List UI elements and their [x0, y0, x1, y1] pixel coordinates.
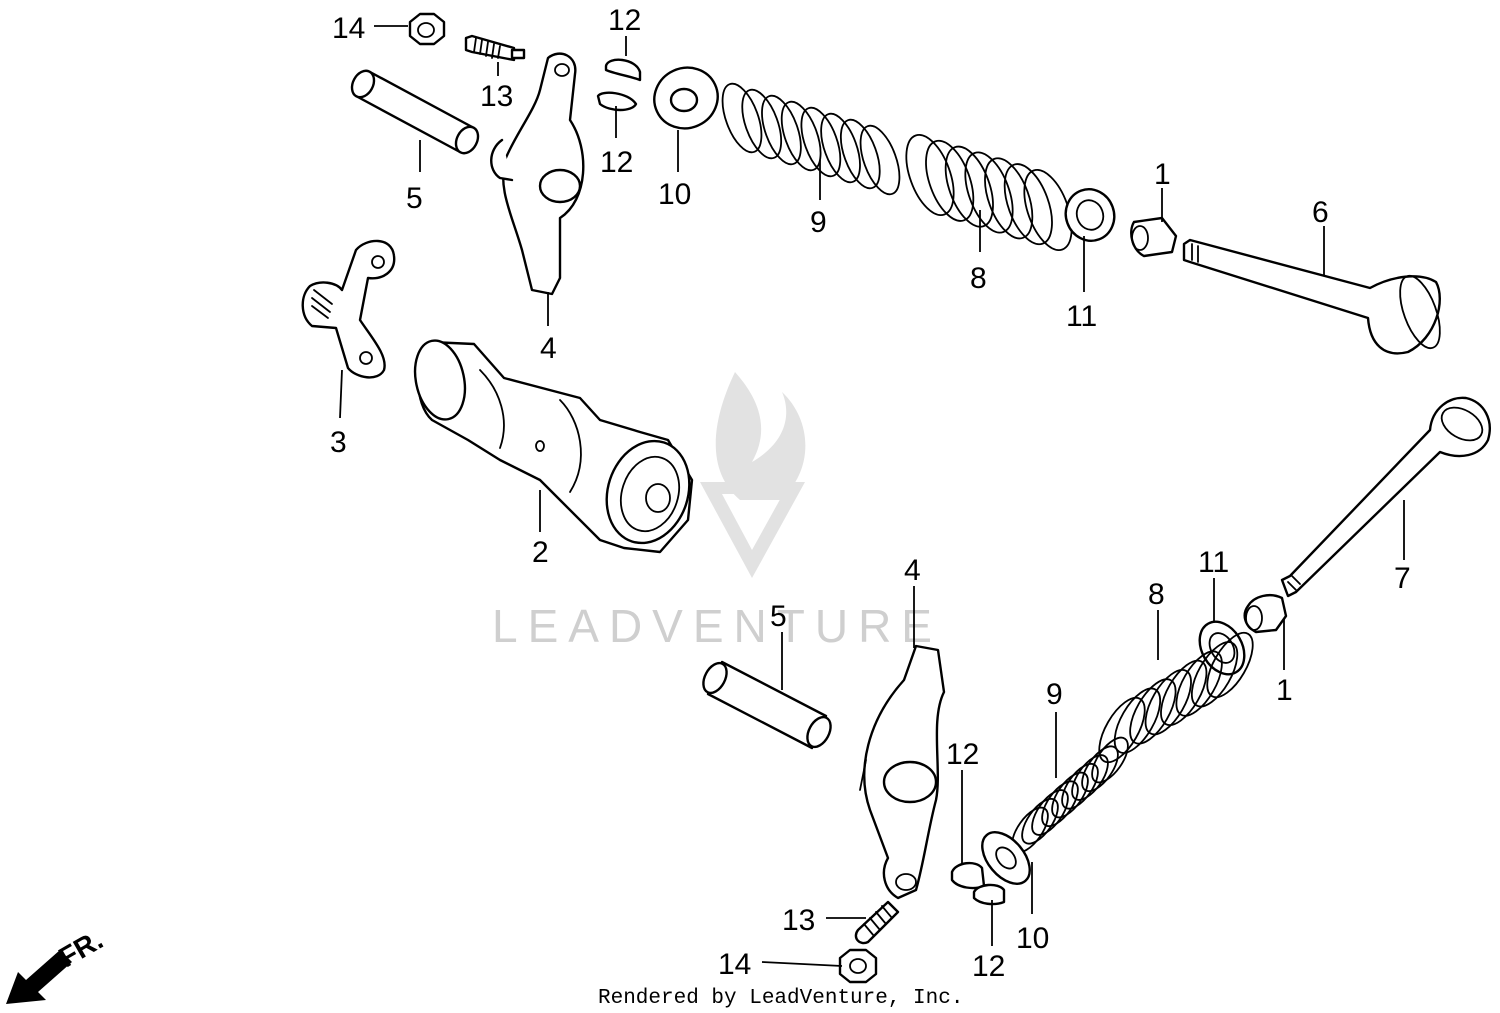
outer-spring-lower: [1098, 631, 1254, 764]
spring-coil: [780, 100, 822, 172]
front-arrow-icon: [6, 950, 72, 1004]
rocker-arm-lower: [859, 644, 946, 900]
nut-lower: [838, 948, 878, 984]
callout-12-upper-b: 12: [600, 146, 633, 179]
cam-holder-bracket: [301, 239, 396, 379]
callout-3: 3: [330, 426, 347, 459]
leader-lines: [339, 25, 1405, 967]
watermark-text: LEADVENTURE: [492, 600, 942, 652]
callout-1-upper: 1: [1154, 158, 1171, 191]
nut-upper: [408, 12, 446, 46]
spring-retainer-lower: [981, 831, 1031, 885]
valve-cotters-upper: [596, 58, 642, 112]
exhaust-valve: [1280, 396, 1491, 598]
front-direction-indicator: FR.: [6, 924, 108, 1004]
adjusting-screw-upper: [464, 34, 526, 62]
flame-logo-icon: [715, 372, 806, 500]
spring-seat-upper: [1064, 188, 1116, 242]
spring-coil: [800, 106, 842, 178]
spring-coil: [944, 145, 994, 228]
spring-coil: [1071, 754, 1109, 801]
callout-12-lower-a: 12: [946, 738, 979, 771]
spring-coil: [859, 124, 901, 196]
inner-spring-lower: [1011, 736, 1129, 854]
callout-11-lower: 11: [1198, 546, 1229, 579]
callout-9-lower: 9: [1046, 678, 1063, 711]
spring-coil: [1041, 780, 1079, 828]
rocker-arm-upper: [490, 52, 585, 296]
adjusting-screw-lower: [854, 900, 900, 945]
spring-coil: [1081, 745, 1119, 793]
spring-coil: [761, 94, 802, 166]
spring-coil: [1144, 669, 1192, 736]
intake-valve: [1182, 238, 1441, 355]
footer-credit: Rendered by LeadVenture, Inc.: [598, 987, 963, 1010]
callout-14-upper: 14: [332, 12, 365, 45]
spring-coil: [1051, 771, 1089, 819]
inner-spring-upper: [721, 82, 901, 196]
outer-spring-upper: [905, 134, 1073, 251]
rocker-shaft-upper: [350, 69, 480, 155]
spring-coil: [964, 151, 1014, 234]
spring-coil: [1098, 696, 1146, 764]
callout-14-lower: 14: [718, 948, 751, 981]
rocker-shaft-lower: [702, 660, 832, 750]
callout-7: 7: [1394, 562, 1411, 595]
callout-13-upper: 13: [480, 80, 513, 113]
callout-6: 6: [1312, 196, 1329, 229]
v-logo-icon: [700, 482, 805, 578]
callout-4-lower: 4: [904, 554, 921, 587]
callout-numbers: 14 13 12 12 10 9 8 11 1 6 5 4 3 2 4 5 7 …: [330, 4, 1411, 983]
spring-coil: [1003, 163, 1053, 246]
spring-coil: [1091, 736, 1129, 784]
callout-12-lower-b: 12: [972, 950, 1005, 983]
camshaft: [413, 339, 694, 554]
callout-4-upper: 4: [540, 332, 557, 365]
spring-coil: [1061, 762, 1099, 810]
spring-coil: [1031, 789, 1069, 836]
callout-2: 2: [532, 536, 549, 569]
spring-coil: [925, 139, 975, 222]
callout-10-lower: 10: [1016, 922, 1049, 955]
spring-coil: [905, 134, 955, 216]
callout-12-upper-a: 12: [608, 4, 641, 37]
spring-coil: [1206, 631, 1254, 699]
spring-coil: [1160, 659, 1208, 726]
callout-13-lower: 13: [782, 904, 815, 937]
spring-coil: [1190, 641, 1239, 708]
callout-1-lower: 1: [1276, 674, 1293, 707]
spring-coil: [1175, 650, 1223, 717]
callout-8-lower: 8: [1148, 578, 1165, 611]
callout-5-lower: 5: [770, 600, 787, 633]
spring-coil: [1129, 678, 1177, 745]
spring-coil: [984, 157, 1034, 240]
spring-coil: [721, 82, 763, 154]
spring-coil: [741, 88, 783, 160]
callout-10-upper: 10: [658, 178, 691, 211]
spring-coil: [1021, 797, 1059, 845]
stem-seal-upper: [1130, 216, 1178, 258]
spring-coil: [1113, 687, 1162, 754]
spring-coil: [839, 118, 881, 190]
callout-9-upper: 9: [810, 206, 827, 239]
callout-11-upper: 11: [1066, 300, 1097, 333]
spring-retainer-upper: [653, 66, 719, 130]
leadventure-watermark: LEADVENTURE: [492, 372, 942, 652]
valve-cotters-lower: [950, 861, 1006, 906]
stem-seal-lower: [1243, 594, 1288, 634]
callout-5-upper: 5: [406, 182, 423, 215]
callout-8-upper: 8: [970, 262, 987, 295]
spring-coil: [820, 112, 861, 184]
